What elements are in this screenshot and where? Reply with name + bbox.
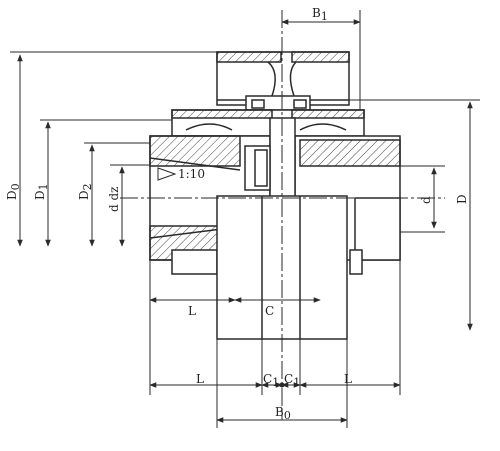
gear-teeth-right [299,123,347,131]
coupling-body [149,51,401,340]
top-dimension [281,10,361,110]
taper-symbol [157,167,177,181]
label-l-lower-left: L [196,372,204,386]
label-d1: D1 [33,183,50,200]
label-c1-right: C1 [284,372,300,389]
label-b0: B0 [275,405,291,422]
label-D: D [455,194,469,204]
label-l-upper: L [188,304,196,318]
label-c1-left: C1 [263,372,279,389]
label-b1: B1 [312,6,328,23]
label-taper: 1:10 [178,167,205,181]
left-hub-hatch-top [149,135,241,167]
label-d-dz: d dz [107,187,121,213]
sleeve-groove [267,61,297,97]
left-dimensions [10,51,217,247]
label-d: d [419,196,433,204]
sleeve-flange-hatch-right [291,51,350,63]
sleeve-flange-hatch-left [216,51,282,63]
label-l-lower-right: L [344,372,352,386]
label-d0: D0 [5,183,22,200]
gear-teeth-left [185,123,233,131]
right-dimensions [310,99,480,331]
label-d2: D2 [77,183,94,200]
right-hub-hatch-top [299,139,401,167]
bottom-dimensions [149,260,401,428]
label-c: C [265,304,274,318]
